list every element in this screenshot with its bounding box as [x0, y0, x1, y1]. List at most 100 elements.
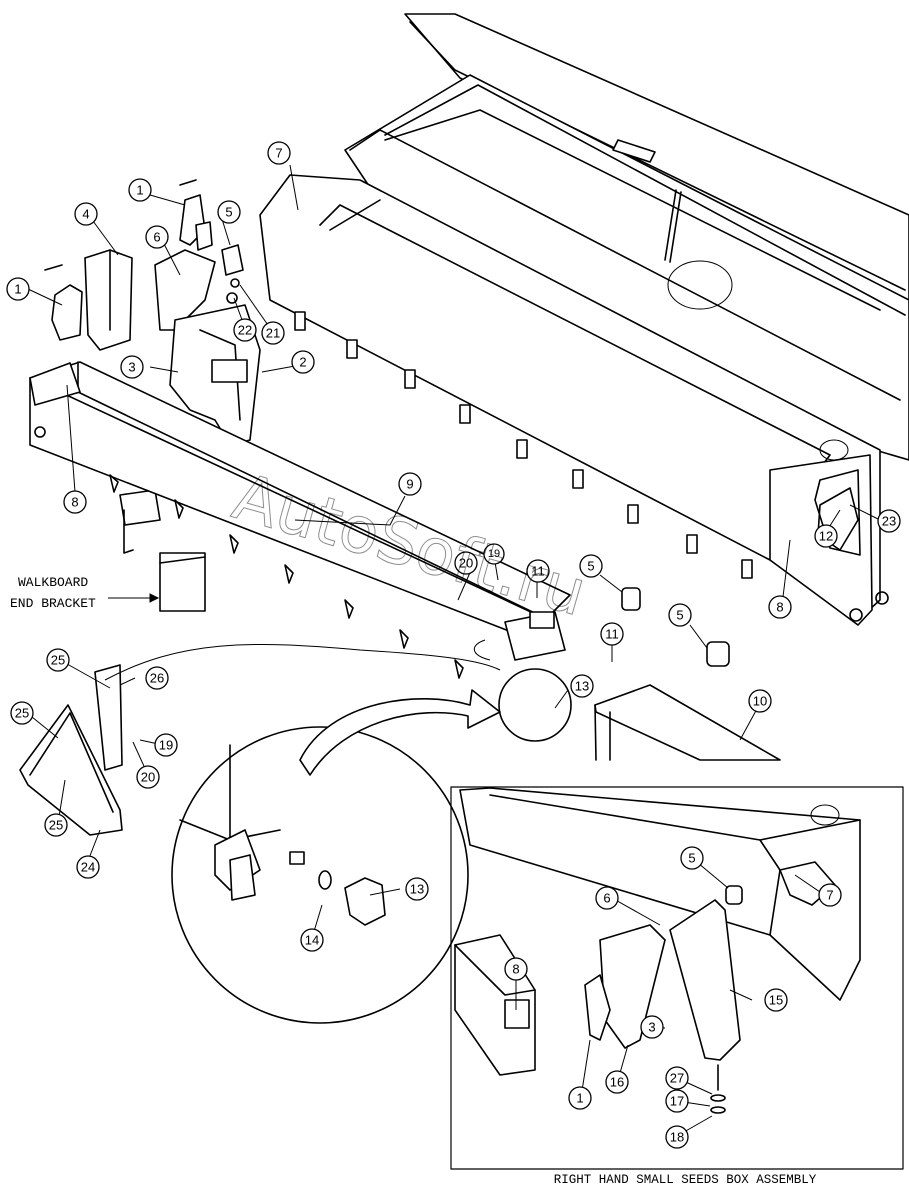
- callout-19: [483, 543, 505, 565]
- callout-10: [748, 689, 772, 713]
- callout-number: 8: [71, 495, 78, 510]
- callout-16: [605, 1070, 629, 1094]
- callout-8: [504, 957, 528, 981]
- callout-5: [217, 200, 241, 224]
- callout-25: [10, 701, 34, 725]
- callout-number: 21: [266, 326, 280, 341]
- callout-number: 25: [15, 706, 29, 721]
- spacer-part: [621, 587, 641, 611]
- part-10-beam: [594, 684, 781, 761]
- callout-number: 15: [769, 993, 783, 1008]
- walkboard-label-line2: END BRACKET: [10, 596, 96, 611]
- callout-number: 20: [141, 770, 155, 785]
- callout-11: [526, 559, 550, 583]
- callout-number: 11: [605, 627, 619, 642]
- main-beam: [29, 361, 571, 679]
- callout-number: 9: [406, 477, 413, 492]
- callout-27: [665, 1066, 689, 1090]
- callout-number: 6: [603, 891, 610, 906]
- callout-25: [46, 648, 70, 672]
- callout-23: [877, 509, 901, 533]
- callout-number: 26: [150, 671, 164, 686]
- wire-line: [104, 643, 501, 681]
- callout-number: 2: [299, 355, 306, 370]
- callout-7: [267, 141, 291, 165]
- callout-3: [120, 355, 144, 379]
- callout-1: [568, 1086, 592, 1110]
- callout-1: [6, 277, 30, 301]
- callout-6: [145, 225, 169, 249]
- callout-number: 13: [575, 679, 589, 694]
- callout-19: [154, 733, 178, 757]
- callout-5: [579, 554, 603, 578]
- callout-24: [76, 855, 100, 879]
- callout-11: [600, 622, 624, 646]
- callout-number: 10: [753, 694, 767, 709]
- callout-number: 25: [49, 818, 63, 833]
- callout-number: 16: [610, 1075, 624, 1090]
- callout-number: 23: [882, 514, 896, 529]
- callout-number: 24: [81, 860, 95, 875]
- callout-5: [680, 846, 704, 870]
- callout-number: 5: [587, 559, 594, 574]
- callout-number: 13: [410, 882, 424, 897]
- callout-13: [570, 674, 594, 698]
- callout-15: [764, 988, 788, 1012]
- callout-number: 5: [688, 851, 695, 866]
- metering-cups: [294, 311, 753, 579]
- smv-sign-assembly: [19, 664, 123, 836]
- callout-9: [398, 472, 422, 496]
- callout-number: 1: [14, 282, 21, 297]
- callout-number: 5: [676, 608, 683, 623]
- detail-view: [171, 639, 572, 1024]
- callout-20: [454, 551, 478, 575]
- callout-number: 4: [82, 207, 89, 222]
- beam-clips: [109, 474, 464, 679]
- callout-8: [63, 490, 87, 514]
- callout-number: 7: [275, 146, 282, 161]
- callout-20: [136, 765, 160, 789]
- callout-number: 1: [136, 183, 143, 198]
- callout-18: [665, 1125, 689, 1149]
- callout-5: [668, 603, 692, 627]
- callout-number: 22: [238, 323, 252, 338]
- callout-17: [665, 1089, 689, 1113]
- callout-3: [640, 1015, 664, 1039]
- callout-number: 27: [670, 1071, 684, 1086]
- callout-26: [145, 666, 169, 690]
- callout-14: [300, 928, 324, 952]
- inset-panel: [450, 786, 904, 1170]
- callout-number: 3: [128, 360, 135, 375]
- callout-number: 17: [670, 1094, 684, 1109]
- walkboard-label: WALKBOARD END BRACKET: [10, 575, 160, 611]
- callout-number: 8: [512, 962, 519, 977]
- spacer-part: [706, 641, 730, 667]
- callout-number: 5: [225, 205, 232, 220]
- inset-caption: RIGHT HAND SMALL SEEDS BOX ASSEMBLY: [554, 1173, 817, 1187]
- seed-box-assembly: [259, 13, 909, 626]
- callout-7: [818, 883, 842, 907]
- callout-number: 14: [305, 933, 319, 948]
- callout-number: 6: [153, 230, 160, 245]
- callout-number: 19: [488, 548, 500, 560]
- callout-number: 3: [648, 1020, 655, 1035]
- callout-number: 7: [826, 888, 833, 903]
- callout-number: 1: [576, 1091, 583, 1106]
- callout-number: 19: [159, 738, 173, 753]
- callout-number: 18: [670, 1130, 684, 1145]
- callout-4: [74, 202, 98, 226]
- walkboard-label-line1: WALKBOARD: [18, 575, 88, 590]
- callout-25: [44, 813, 68, 837]
- callout-2: [291, 350, 315, 374]
- callout-12: [814, 524, 838, 548]
- callout-21: [261, 321, 285, 345]
- callouts: 1 4 1 6 5 7 3 2 22 21 8 9 5 5 19 20 11 1…: [6, 141, 901, 1149]
- left-end-parts: [44, 179, 261, 612]
- callout-6: [595, 886, 619, 910]
- callout-number: 11: [531, 564, 545, 579]
- callout-number: 25: [51, 653, 65, 668]
- callout-8: [768, 595, 792, 619]
- callout-13: [405, 877, 429, 901]
- callout-number: 12: [819, 529, 833, 544]
